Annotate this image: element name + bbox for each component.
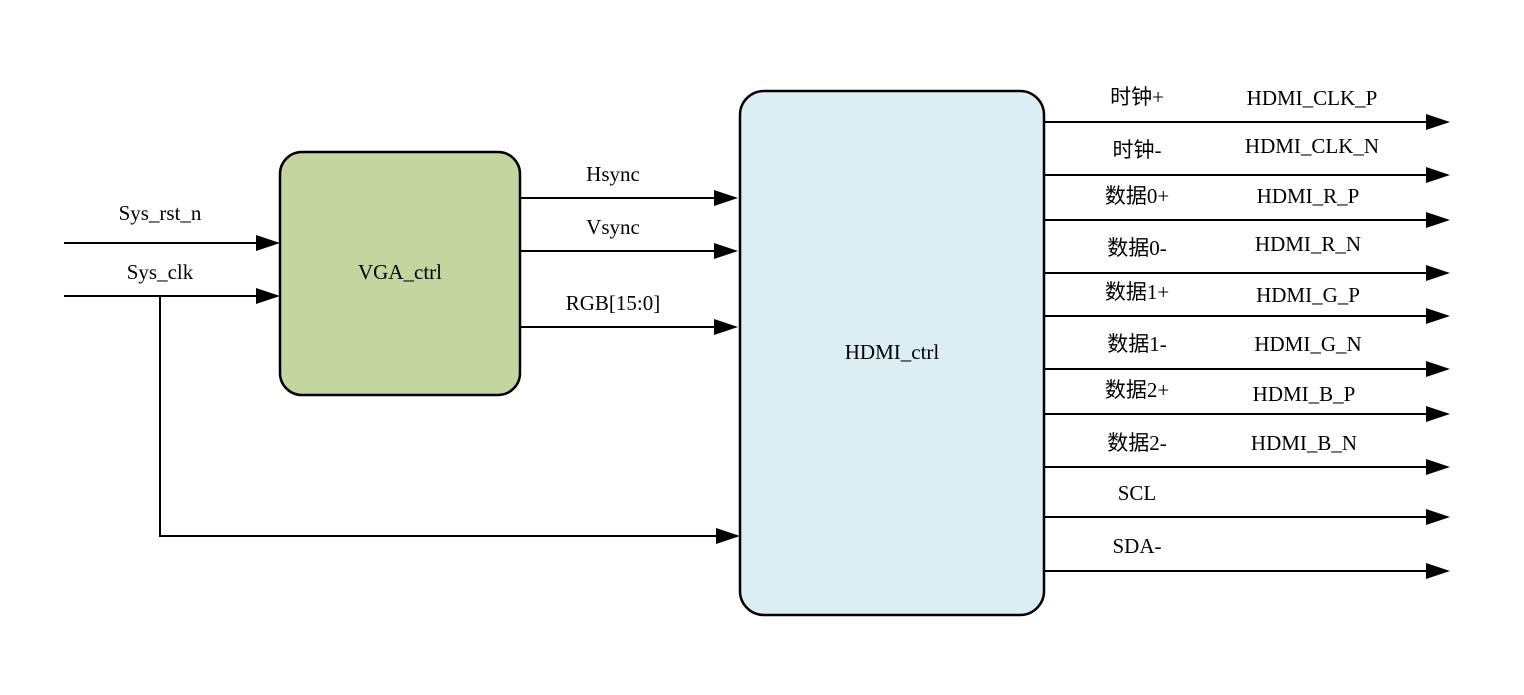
output-g-p: 数据1+ HDMI_G_P [1044,280,1450,324]
output-arrow [1426,265,1450,281]
vga-ctrl-box [278,150,522,397]
output-b-n: 数据2- HDMI_B_N [1044,431,1450,475]
output-pin-label: HDMI_CLK_N [1245,134,1379,158]
rgb-label: RGB[15:0] [566,291,661,315]
output-signal-label: 数据2+ [1105,378,1169,402]
output-arrow [1426,361,1450,377]
vsync-wire: Vsync [520,215,738,259]
output-arrow [1426,406,1450,422]
output-signal-label: 数据0+ [1105,184,1169,208]
output-signal-label: SDA- [1112,534,1161,558]
hsync-arrow [714,190,738,206]
vga-ctrl-block: VGA_ctrl [278,150,522,397]
output-signal-label: 时钟- [1113,138,1162,162]
vsync-arrow [714,243,738,259]
output-g-n: 数据1- HDMI_G_N [1044,332,1450,377]
output-arrow [1426,114,1450,130]
hsync-label: Hsync [586,162,640,186]
sys-clk-arrow [256,288,280,304]
hsync-wire: Hsync [520,162,738,206]
output-clk-p: 时钟+ HDMI_CLK_P [1044,85,1450,130]
sys-rst-n-arrow [256,235,280,251]
output-clk-n: 时钟- HDMI_CLK_N [1044,134,1450,183]
sys-clk-wire: Sys_clk [64,260,740,544]
output-r-n: 数据0- HDMI_R_N [1044,232,1450,281]
output-signal-label: 数据1- [1107,332,1167,356]
output-arrow [1426,509,1450,525]
output-arrow [1426,212,1450,228]
output-pin-label: HDMI_G_N [1254,332,1361,356]
output-signal-label: 时钟+ [1110,85,1164,109]
output-pin-label: HDMI_R_P [1257,184,1360,208]
sys-clk-branch-arrow [716,528,740,544]
output-pin-label: HDMI_CLK_P [1247,86,1378,110]
vsync-label: Vsync [586,215,640,239]
hdmi-ctrl-label: HDMI_ctrl [845,340,940,364]
output-pin-label: HDMI_B_P [1253,382,1356,406]
vga-ctrl-label: VGA_ctrl [358,260,442,284]
sys-clk-label: Sys_clk [127,260,194,284]
output-arrow [1426,563,1450,579]
output-b-p: 数据2+ HDMI_B_P [1044,378,1450,422]
output-signal-label: SCL [1118,481,1157,505]
output-r-p: 数据0+ HDMI_R_P [1044,184,1450,228]
output-pin-label: HDMI_G_P [1256,283,1360,307]
output-arrow [1426,308,1450,324]
output-scl: SCL [1044,481,1450,525]
hdmi-ctrl-block: HDMI_ctrl [738,89,1046,617]
output-pin-label: HDMI_R_N [1255,232,1361,256]
hdmi-ctrl-box [738,89,1046,617]
output-arrow [1426,459,1450,475]
hdmi-output-wires: 时钟+ HDMI_CLK_P 时钟- HDMI_CLK_N 数据0+ HDMI_… [1044,85,1450,579]
sys-rst-n-label: Sys_rst_n [119,201,202,225]
rgb-wire: RGB[15:0] [520,291,738,335]
sys-rst-n-wire: Sys_rst_n [64,201,280,251]
output-signal-label: 数据0- [1107,236,1167,260]
output-signal-label: 数据1+ [1105,280,1169,304]
output-signal-label: 数据2- [1107,431,1167,455]
sys-clk-branch-line [159,296,718,537]
rgb-arrow [714,319,738,335]
output-arrow [1426,167,1450,183]
output-pin-label: HDMI_B_N [1251,431,1357,455]
output-sda: SDA- [1044,534,1450,579]
